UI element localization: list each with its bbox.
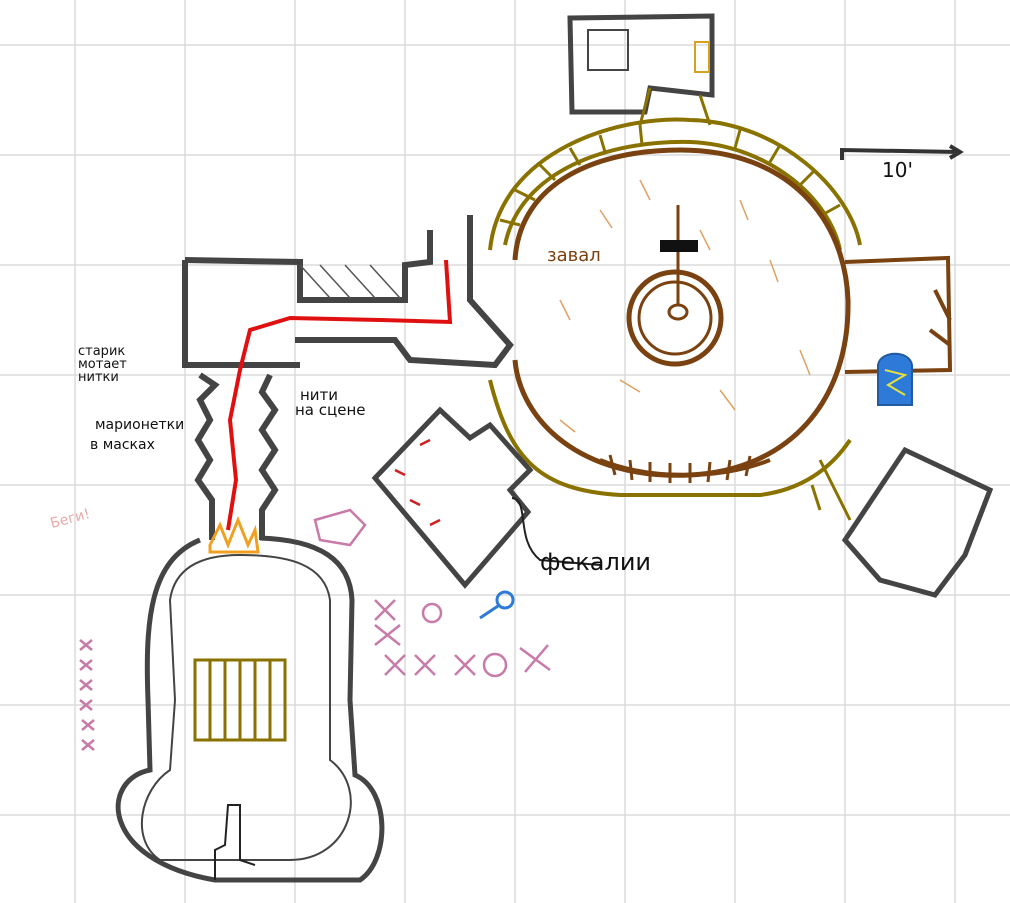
outer-ring — [488, 117, 862, 497]
label-marionettes-1: марионетки — [95, 417, 185, 433]
rubble-marks — [559, 179, 811, 433]
red-path — [226, 259, 453, 531]
redacted-bar — [660, 240, 698, 252]
north-corridor — [182, 215, 514, 369]
pink-x-marks — [79, 508, 551, 751]
label-threads-2: на сцене — [295, 401, 366, 419]
cage-icon — [193, 658, 287, 742]
statue-icon — [667, 205, 689, 321]
stairs — [608, 454, 752, 483]
blue-key-icon — [479, 590, 515, 620]
label-feces: фекалии — [540, 548, 652, 576]
blue-door — [877, 352, 913, 406]
southeast-room — [841, 446, 994, 598]
label-old-man: старик мотает нитки — [78, 344, 127, 385]
circle-room — [512, 147, 851, 478]
ring-hatching — [499, 124, 841, 227]
feces-pointer — [511, 497, 601, 566]
throne-icon — [214, 804, 256, 880]
label-threads-1: нити — [300, 386, 339, 404]
south-hall — [115, 535, 385, 883]
fire-icon — [208, 515, 260, 554]
center-room — [371, 406, 534, 589]
label-rubble: завал — [547, 245, 601, 266]
scale-label: 10' — [882, 158, 913, 182]
top-room — [567, 13, 715, 115]
label-marionettes-2: в масках — [90, 437, 155, 453]
scale-bar — [840, 144, 964, 160]
west-corridor — [194, 372, 279, 540]
